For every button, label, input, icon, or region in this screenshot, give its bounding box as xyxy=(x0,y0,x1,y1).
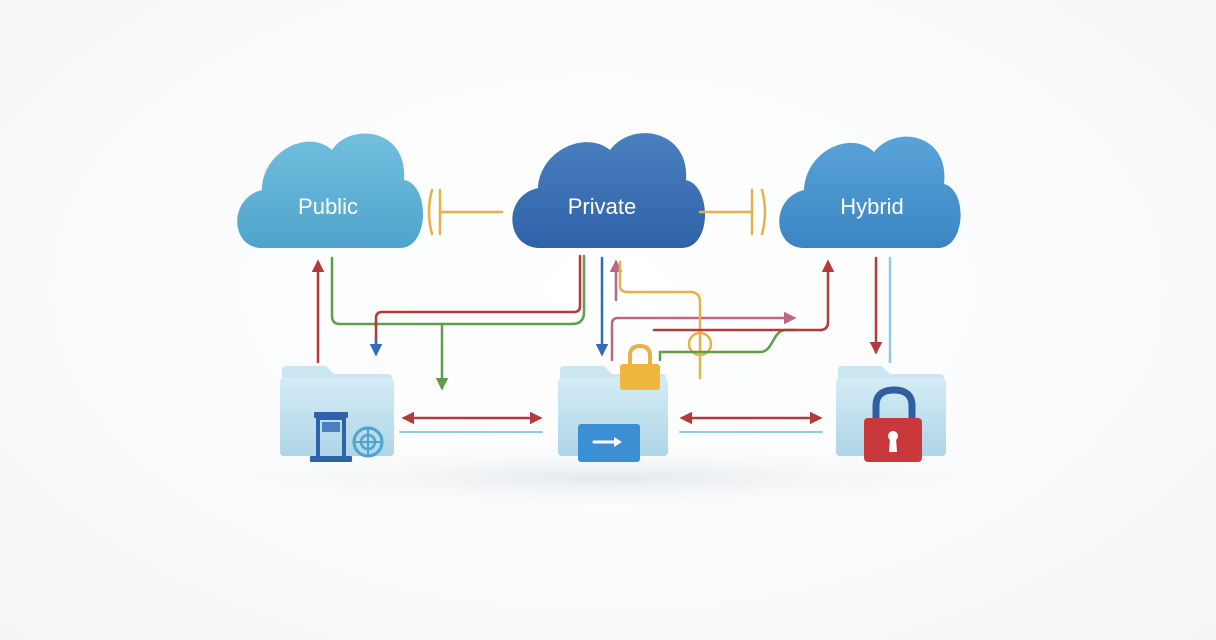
cloud-public-shape xyxy=(237,133,424,248)
arrow-red-to-hybrid xyxy=(652,259,835,332)
cloud-public[interactable]: Public xyxy=(237,133,424,248)
folder-public[interactable] xyxy=(280,366,394,462)
cloud-private-label: Private xyxy=(568,194,636,219)
line-orange-private xyxy=(618,260,702,380)
arrow-pink-to-hybrid xyxy=(610,311,797,362)
folder-hybrid[interactable] xyxy=(836,366,946,462)
folder-hybrid-tab xyxy=(838,366,944,378)
line-green-private-hybrid xyxy=(658,328,798,362)
line-private-to-public-red xyxy=(374,254,582,354)
cloud-private-shape xyxy=(512,133,706,248)
folder-private[interactable] xyxy=(558,343,668,462)
server-network-icon xyxy=(310,412,384,462)
transfer-arrow-icon xyxy=(578,424,640,462)
cloud-hybrid-label: Hybrid xyxy=(840,194,904,219)
padlock-small-icon xyxy=(620,343,660,390)
cloud-link-private-hybrid xyxy=(698,188,767,236)
cloud-hybrid-shape xyxy=(779,136,961,248)
folder-public-tab xyxy=(282,366,392,378)
line-public-private-green xyxy=(330,254,586,326)
orange-node xyxy=(687,331,713,357)
padlock-icon xyxy=(864,386,922,462)
cloud-link-public-private xyxy=(427,188,504,236)
cloud-public-label: Public xyxy=(298,194,358,219)
cloud-private[interactable]: Private xyxy=(512,133,706,248)
cloud-hybrid[interactable]: Hybrid xyxy=(779,136,961,248)
